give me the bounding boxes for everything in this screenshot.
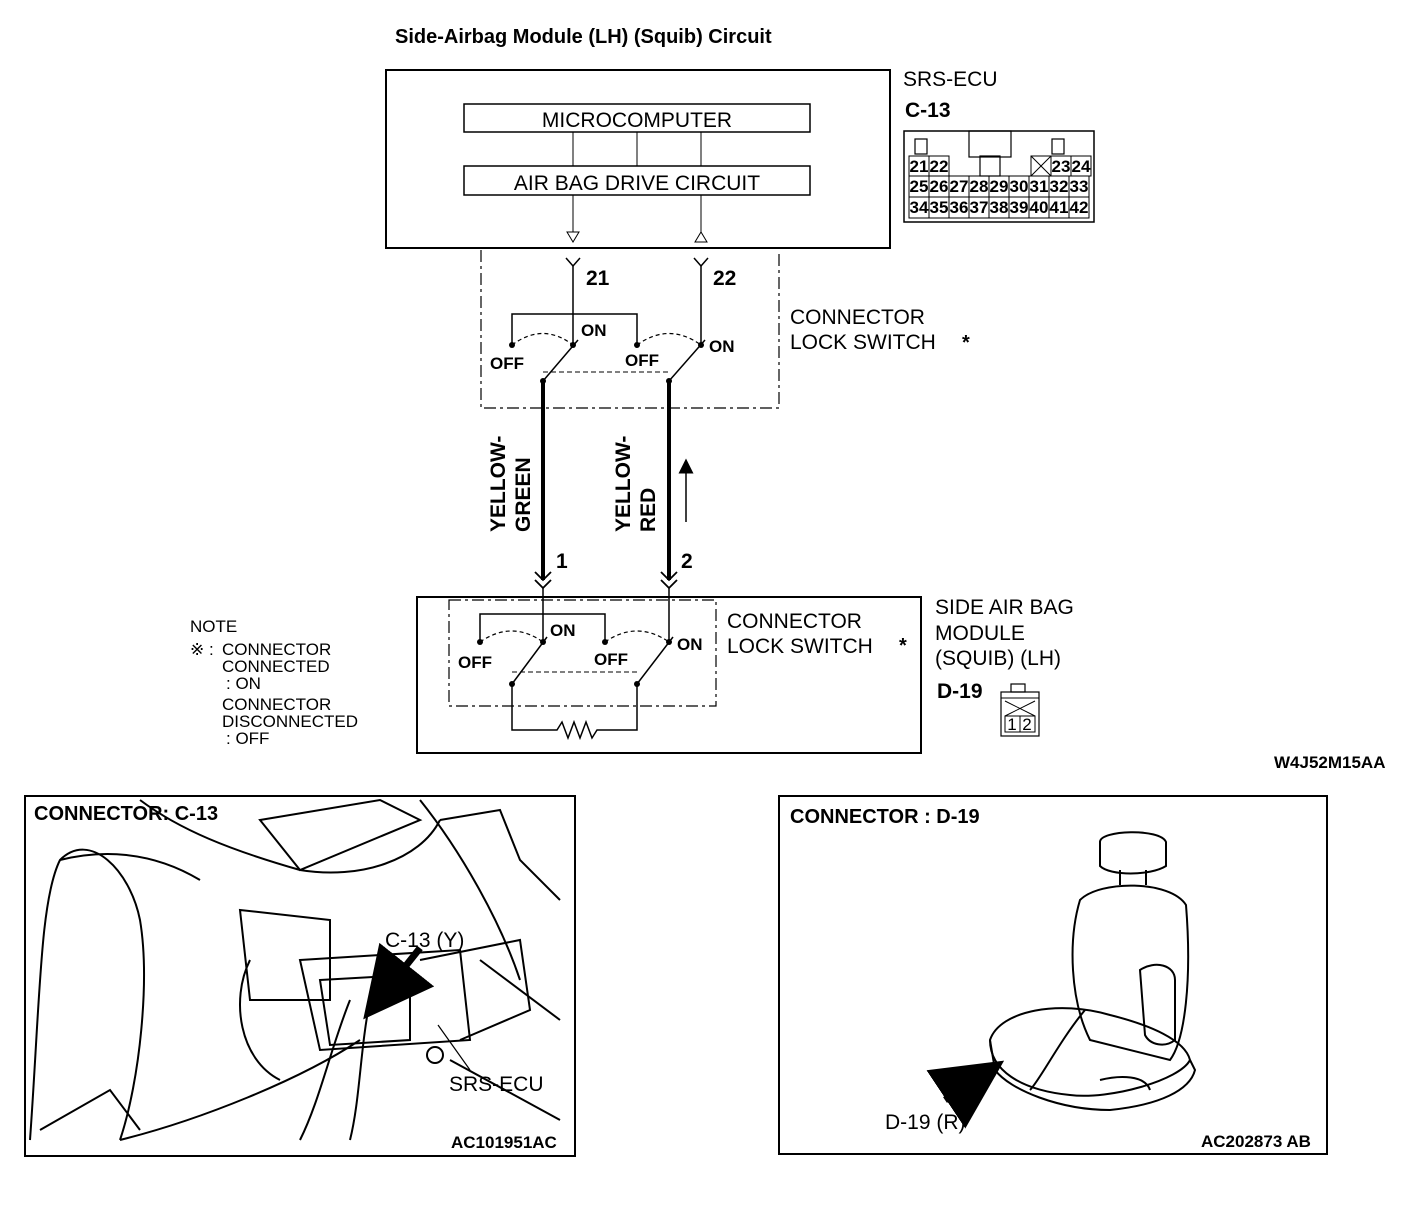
svg-text:ON: ON: [709, 337, 735, 356]
svg-text:ON: ON: [677, 635, 703, 654]
connector-pin-label: 42: [1070, 198, 1089, 217]
svg-text:*: *: [899, 635, 907, 657]
svg-text:OFF: OFF: [458, 653, 492, 672]
svg-text:ON: ON: [550, 621, 576, 640]
connector-pin-label: 25: [910, 177, 929, 196]
svg-text:CONNECTOR: CONNECTOR: [222, 640, 331, 659]
module-label: SIDE AIR BAG: [935, 596, 1074, 619]
panel-right-title: CONNECTOR : D-19: [790, 806, 980, 828]
svg-text:(SQUIB) (LH): (SQUIB) (LH): [935, 647, 1061, 670]
svg-text:1: 1: [1007, 715, 1016, 734]
svg-text:21: 21: [910, 157, 929, 176]
connector-pin-label: 27: [950, 177, 969, 196]
svg-text:OFF: OFF: [594, 650, 628, 669]
ecu-lock-switch-box: [480, 250, 780, 409]
svg-text:23: 23: [1052, 157, 1071, 176]
connector-pin-label: 37: [970, 198, 989, 217]
squib-resistor: [511, 684, 638, 741]
connector-pin-label: 30: [1010, 177, 1029, 196]
svg-text:22: 22: [930, 157, 949, 176]
svg-text:MODULE: MODULE: [935, 622, 1025, 645]
connector-pin-label: 29: [990, 177, 1009, 196]
module-connector-face: 1 2: [1000, 683, 1040, 737]
callout-c13: C-13 (Y): [385, 929, 464, 952]
panel-right-code: AC202873 AB: [1201, 1132, 1311, 1151]
callout-srs-ecu: SRS-ECU: [449, 1073, 544, 1096]
svg-text:OFF: OFF: [490, 354, 524, 373]
svg-text:OFF: OFF: [625, 351, 659, 370]
connector-pin-label: 32: [1050, 177, 1069, 196]
connector-pin-label: 40: [1030, 198, 1049, 217]
wire-2-label: YELLOW-: [612, 436, 635, 532]
svg-text:LOCK SWITCH: LOCK SWITCH: [727, 635, 873, 658]
connector-pin-label: 36: [950, 198, 969, 217]
svg-text:CONNECTOR: CONNECTOR: [222, 695, 331, 714]
connector-pin-label: 31: [1030, 177, 1049, 196]
svg-text:GREEN: GREEN: [512, 457, 535, 532]
svg-text:DISCONNECTED: DISCONNECTED: [222, 712, 358, 731]
terminal-22: 22: [713, 267, 736, 290]
wire-1-label: YELLOW-: [487, 436, 510, 532]
terminal-21: 21: [586, 267, 610, 290]
connector-pin-label: 33: [1070, 177, 1089, 196]
panel-connector-d19: CONNECTOR : D-19 D-19 (R) AC202873 AB: [778, 795, 1328, 1155]
diagram-title: Side-Airbag Module (LH) (Squib) Circuit: [395, 26, 772, 48]
connector-pin-label: 39: [1010, 198, 1029, 217]
lower-lock-switch-label: CONNECTOR: [727, 610, 862, 633]
pin-2: 2: [681, 550, 693, 573]
svg-text:※ :: ※ :: [190, 640, 214, 659]
svg-text:: OFF: : OFF: [226, 729, 269, 748]
panel-connector-c13: CONNECTOR: C-13 C-13 (Y) SRS-ECU AC10195…: [24, 795, 576, 1157]
connector-pin-label: 38: [990, 198, 1009, 217]
panel-left-code: AC101951AC: [451, 1133, 557, 1152]
svg-text:NOTE: NOTE: [190, 617, 237, 636]
note-legend: NOTE ※ : CONNECTOR CONNECTED : ON CONNEC…: [190, 617, 358, 748]
diagram-code: W4J52M15AA: [1274, 753, 1386, 772]
svg-text:CONNECTED: CONNECTED: [222, 657, 330, 676]
ecu-connector-id: C-13: [905, 99, 951, 122]
panel-left-title: CONNECTOR: C-13: [34, 803, 218, 825]
svg-text:24: 24: [1072, 157, 1091, 176]
svg-text:ON: ON: [581, 321, 607, 340]
drive-circuit-label: AIR BAG DRIVE CIRCUIT: [514, 172, 760, 195]
microcomputer-label: MICROCOMPUTER: [542, 109, 732, 132]
svg-text:2: 2: [1022, 715, 1031, 734]
pin-1: 1: [556, 550, 568, 573]
callout-d19: D-19 (R): [885, 1111, 966, 1134]
connector-pin-label: 41: [1050, 198, 1069, 217]
srs-ecu-box: [385, 69, 891, 249]
srs-ecu-label: SRS-ECU: [903, 68, 998, 91]
upper-lock-switch-label: CONNECTOR: [790, 306, 925, 329]
connector-pin-label: 26: [930, 177, 949, 196]
connector-pin-cell: [1068, 196, 1090, 219]
svg-text:LOCK SWITCH: LOCK SWITCH: [790, 331, 936, 354]
connector-pin-label: 34: [910, 198, 929, 217]
svg-text:*: *: [962, 332, 970, 354]
svg-text:RED: RED: [637, 488, 660, 532]
connector-pin-label: 28: [970, 177, 989, 196]
connector-pin-label: 35: [930, 198, 949, 217]
svg-text:: ON: : ON: [226, 674, 261, 693]
module-lock-switch-box: [448, 599, 717, 707]
module-connector-id: D-19: [937, 680, 983, 703]
